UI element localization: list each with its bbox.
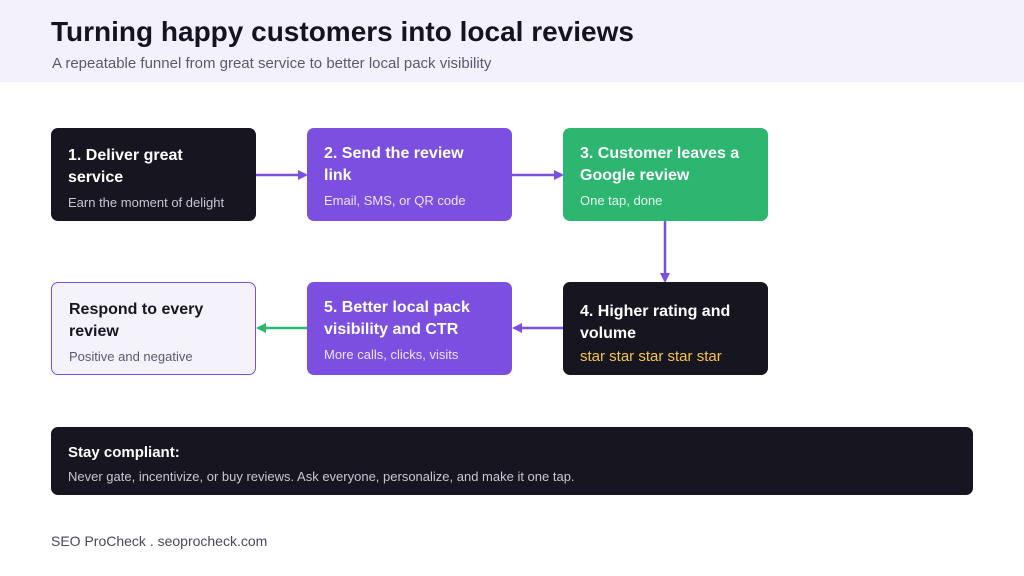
footer-credit: SEO ProCheck . seoprocheck.com <box>51 533 268 549</box>
step-title: 1. Deliver great service <box>68 147 183 186</box>
step-title: Respond to every review <box>69 301 204 340</box>
page-title: Turning happy customers into local revie… <box>51 16 634 47</box>
step-subtitle: Earn the moment of delight <box>68 195 225 210</box>
compliance-body: Never gate, incentivize, or buy reviews.… <box>68 469 575 484</box>
star-rating: star star star star star <box>580 348 722 365</box>
header-band: Turning happy customers into local revie… <box>0 0 1024 82</box>
step-local-pack-visibility: 5. Better local pack visibility and CTR … <box>307 282 512 375</box>
step-deliver-service: 1. Deliver great service Earn the moment… <box>51 128 256 221</box>
step-title: 3. Customer leaves a Google review <box>580 145 740 184</box>
step-customer-review: 3. Customer leaves a Google review One t… <box>563 128 768 221</box>
step-send-review-link: 2. Send the review link Email, SMS, or Q… <box>307 128 512 221</box>
step-subtitle: More calls, clicks, visits <box>324 347 459 362</box>
compliance-heading: Stay compliant: <box>68 444 180 461</box>
step-subtitle: One tap, done <box>580 193 663 208</box>
step-title: 5. Better local pack visibility and CTR <box>324 299 470 338</box>
compliance-callout: Stay compliant: Never gate, incentivize,… <box>51 427 973 495</box>
step-title: 2. Send the review link <box>324 145 464 184</box>
step-respond-to-reviews: Respond to every review Positive and neg… <box>51 282 256 375</box>
step-subtitle: Positive and negative <box>69 349 193 364</box>
page-subtitle: A repeatable funnel from great service t… <box>52 55 492 72</box>
step-subtitle: Email, SMS, or QR code <box>324 193 466 208</box>
step-title: 4. Higher rating and volume <box>580 303 731 342</box>
step-higher-rating: 4. Higher rating and volume star star st… <box>563 282 768 375</box>
